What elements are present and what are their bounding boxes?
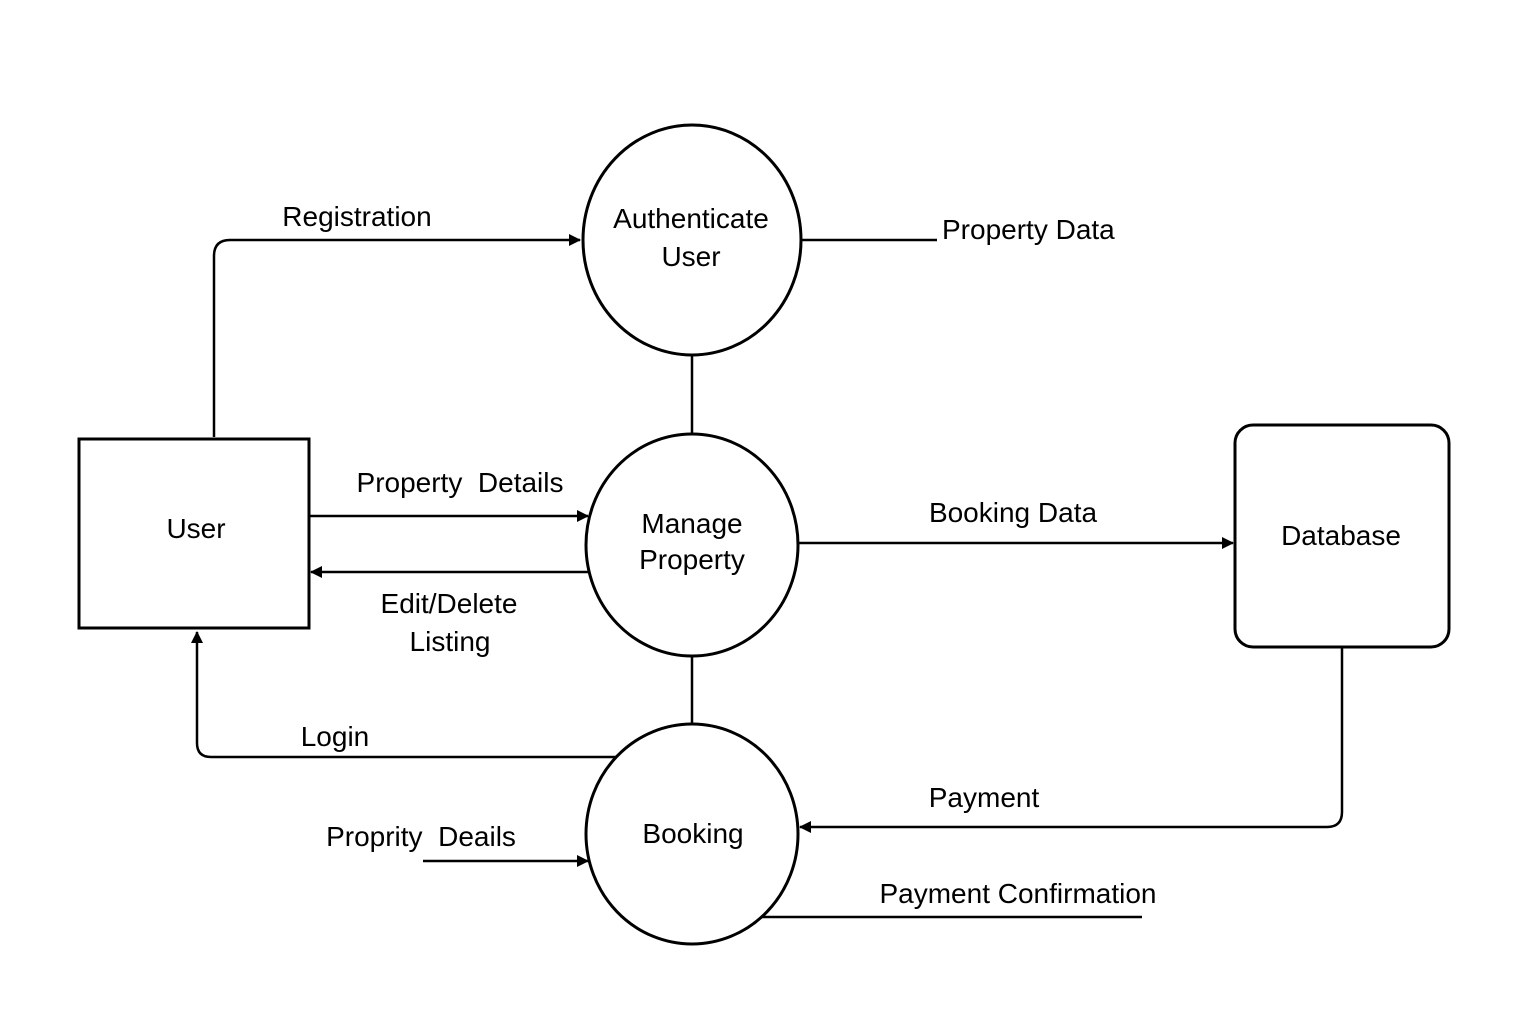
booking-label: Booking: [642, 818, 743, 849]
booking-process: [584, 722, 800, 946]
database-label: Database: [1281, 520, 1401, 551]
manage-property-label-line2: Property: [639, 544, 745, 575]
payment-label: Payment: [929, 782, 1040, 813]
registration-label: Registration: [282, 201, 431, 232]
edit-delete-label-line1: Edit/Delete: [381, 588, 518, 619]
login-flow-line: [191, 631, 618, 759]
registration-flow-line: [212, 234, 581, 437]
proprity-deails-label: Proprity Deails: [326, 821, 516, 852]
payment-confirmation-label: Payment Confirmation: [879, 878, 1156, 909]
property-data-label: Property Data: [942, 214, 1115, 245]
manage-property-label-line1: Manage: [641, 508, 742, 539]
booking-data-label: Booking Data: [929, 497, 1098, 528]
database-store-box: [1233, 423, 1451, 649]
payment-flow-line: [799, 648, 1344, 833]
user-entity-label: User: [166, 513, 225, 544]
authenticate-user-process: [581, 123, 803, 357]
manage-property-process: [584, 432, 800, 658]
authenticate-user-label-line1: Authenticate: [613, 203, 769, 234]
property-details-label: Property Details: [357, 467, 564, 498]
login-label: Login: [301, 721, 370, 752]
edit-delete-label-line2: Listing: [410, 626, 491, 657]
authenticate-user-label-line2: User: [661, 241, 720, 272]
user-entity-box: [77, 437, 311, 630]
